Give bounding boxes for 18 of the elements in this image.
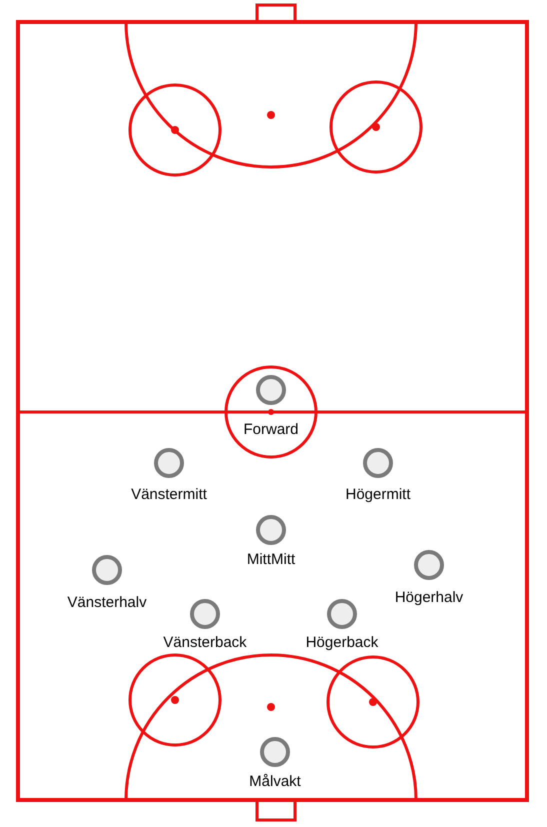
position-label: MittMitt xyxy=(246,551,296,569)
position-label: Högerback xyxy=(306,634,378,652)
player-circle xyxy=(92,555,122,585)
position-label: Högerhalv xyxy=(394,589,464,607)
player-circle xyxy=(327,599,357,629)
player-circle xyxy=(256,375,286,405)
player-circle xyxy=(190,599,220,629)
position-label: Högermitt xyxy=(345,486,411,504)
position-label: Vänstermitt xyxy=(131,486,207,504)
position-label: Vänsterhalv xyxy=(67,594,147,612)
position-label: Vänsterback xyxy=(163,634,247,652)
position-label: Forward xyxy=(244,421,298,439)
player-circle xyxy=(260,737,290,767)
player-circle xyxy=(256,515,286,545)
player-circle xyxy=(363,448,393,478)
position-label: Målvakt xyxy=(249,773,301,791)
player-circle xyxy=(414,550,444,580)
player-circle xyxy=(154,448,184,478)
